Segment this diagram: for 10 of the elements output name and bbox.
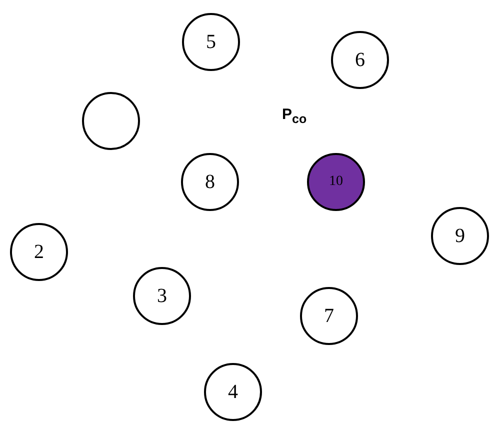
- circle-number: 8: [205, 172, 215, 192]
- variable-label: P$_{co}$: [282, 106, 307, 126]
- circle-number: 7: [324, 306, 334, 326]
- circle-number: 6: [355, 50, 365, 70]
- circle-number: 2: [34, 242, 44, 262]
- circle-number: 5: [206, 32, 216, 52]
- circle-number: 10: [329, 175, 343, 189]
- circle-number: 4: [228, 382, 238, 402]
- circle-number: 3: [157, 286, 167, 306]
- circle-number: 9: [455, 226, 465, 246]
